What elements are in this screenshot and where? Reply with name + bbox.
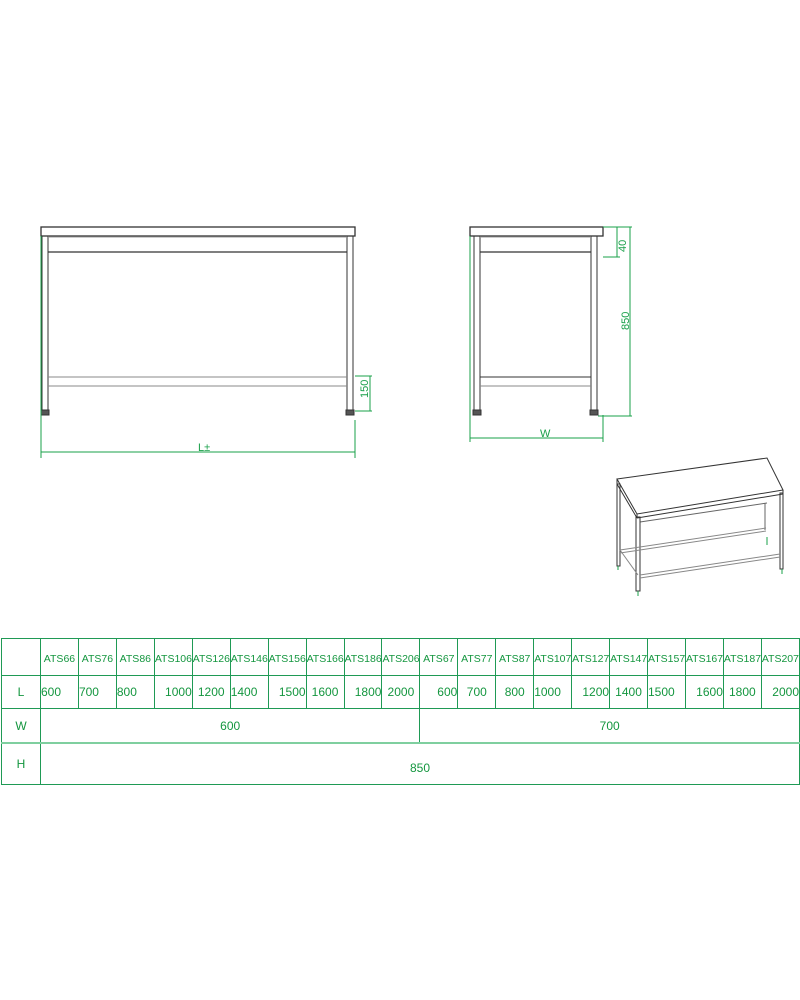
length-cell: 800: [115, 675, 155, 709]
width-cell-700: 700: [419, 708, 800, 744]
model-cell: ATS106: [153, 638, 193, 676]
width-row: W 600 700: [1, 708, 800, 744]
length-cell: 700: [457, 675, 497, 709]
length-cell: 1500: [267, 675, 307, 709]
length-cell: 1000: [533, 675, 573, 709]
model-cell: ATS156: [267, 638, 307, 676]
isometric-feet: [617, 537, 783, 596]
shelf-height-dimension-label: 150: [359, 380, 371, 398]
length-cell: 1200: [191, 675, 231, 709]
model-cell: ATS166: [305, 638, 345, 676]
row-label-h: H: [1, 742, 41, 785]
model-cell: ATS127: [571, 638, 611, 676]
side-view: [469, 226, 604, 416]
length-dimension-label: L±: [198, 442, 210, 454]
model-cell: ATS76: [77, 638, 117, 676]
side-dimensions: [469, 226, 632, 442]
length-cell: 1200: [571, 675, 611, 709]
length-cell: 1500: [647, 675, 686, 709]
total-height-dimension-label: 850: [620, 312, 632, 330]
length-cell: 600: [419, 675, 459, 709]
length-row: L 600 700 800 1000 1200 1400 1500 1600 1…: [1, 675, 800, 709]
length-cell: 1000: [153, 675, 193, 709]
model-cell: ATS67: [419, 638, 459, 676]
model-cell: ATS187: [722, 638, 762, 676]
length-cell: 2000: [381, 675, 421, 709]
row-label-w: W: [1, 708, 41, 744]
length-cell: 600: [40, 675, 79, 709]
model-cell: ATS206: [381, 638, 421, 676]
corner-cell: [1, 638, 41, 676]
model-header-row: ATS66 ATS76 ATS86 ATS106 ATS126 ATS146 A…: [1, 638, 800, 676]
isometric-view: [616, 457, 784, 592]
front-dimensions: [40, 236, 372, 458]
model-cell: ATS66: [40, 638, 79, 676]
length-cell: 2000: [760, 675, 800, 709]
length-cell: 1600: [305, 675, 345, 709]
length-cell: 1400: [609, 675, 648, 709]
width-dimension-label: W: [540, 428, 551, 440]
model-cell: ATS186: [343, 638, 383, 676]
top-thickness-dimension-label: 40: [617, 240, 629, 252]
model-cell: ATS147: [609, 638, 648, 676]
model-cell: ATS146: [229, 638, 269, 676]
model-cell: ATS107: [533, 638, 573, 676]
model-cell: ATS126: [191, 638, 231, 676]
length-cell: 700: [77, 675, 117, 709]
length-cell: 800: [495, 675, 535, 709]
model-cell: ATS207: [760, 638, 800, 676]
model-cell: ATS87: [495, 638, 535, 676]
length-cell: 1400: [229, 675, 269, 709]
technical-drawing: L± 150 W 40 850: [40, 226, 784, 596]
model-cell: ATS77: [457, 638, 497, 676]
row-label-l: L: [1, 675, 41, 709]
height-cell: 850: [40, 742, 800, 785]
model-cell: ATS86: [115, 638, 155, 676]
model-cell: ATS167: [684, 638, 724, 676]
length-cell: 1800: [343, 675, 383, 709]
model-cell: ATS157: [647, 638, 686, 676]
model-spec-table: ATS66 ATS76 ATS86 ATS106 ATS126 ATS146 A…: [1, 638, 800, 785]
height-row: H 850: [1, 742, 800, 785]
length-cell: 1800: [722, 675, 762, 709]
width-cell-600: 600: [39, 708, 421, 744]
length-cell: 1600: [684, 675, 724, 709]
front-view: [40, 226, 356, 416]
